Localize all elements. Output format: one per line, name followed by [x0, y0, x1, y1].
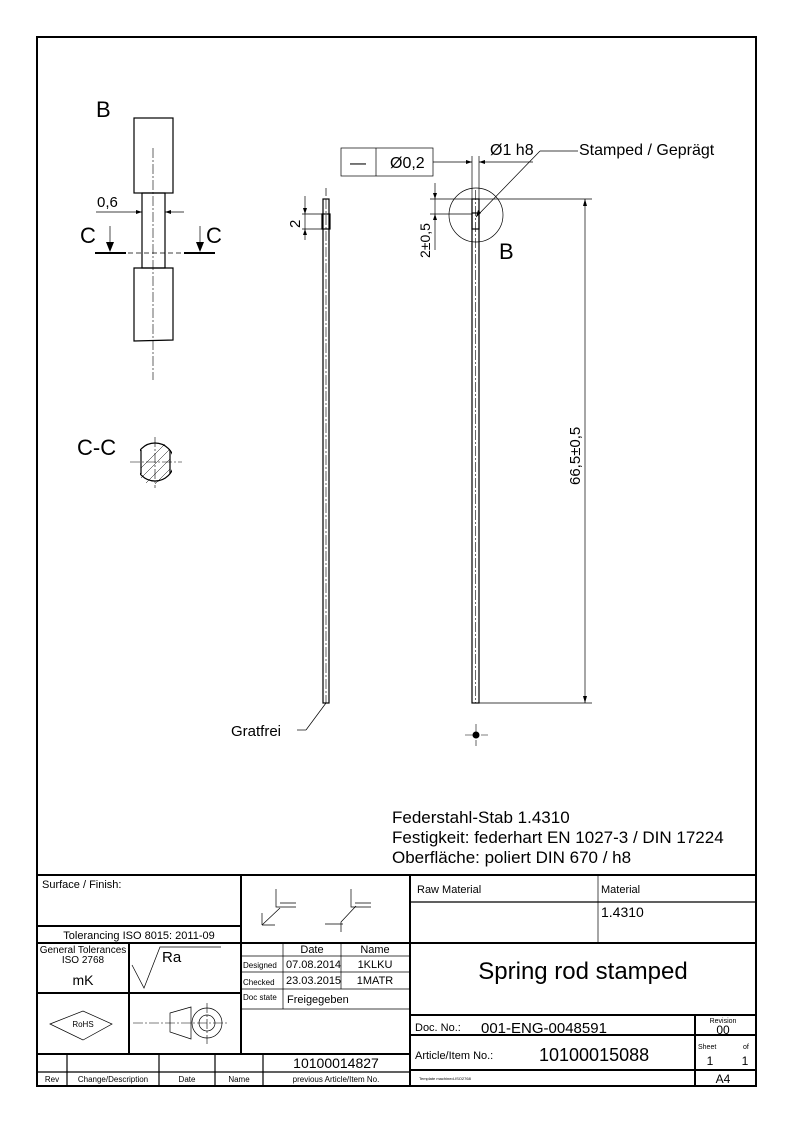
- rohs-label: RoHS: [72, 1020, 93, 1029]
- dimension-2: 2: [287, 220, 304, 228]
- note-strength: Festigkeit: federhart EN 1027-3 / DIN 17…: [392, 828, 724, 847]
- surface-finish-label: Surface / Finish:: [42, 879, 121, 891]
- rev-header: Rev: [45, 1075, 59, 1084]
- title-block: Surface / Finish: Tolerancing ISO 8015: …: [37, 874, 756, 1086]
- edge-symbols-icon: [261, 889, 371, 932]
- detail-label: B: [96, 97, 111, 122]
- sheet-number: 1: [707, 1054, 714, 1068]
- dimension-0-6: 0,6: [97, 194, 118, 211]
- note-surface: Oberfläche: poliert DIN 670 / h8: [392, 848, 631, 867]
- designed-name: 1KLKU: [358, 959, 393, 971]
- length-dimension: 66,5±0,5: [567, 427, 584, 485]
- section-mark-right: C: [206, 223, 222, 248]
- template-label: Template machined-ISO2768: [419, 1076, 472, 1081]
- checked-label: Checked: [243, 978, 275, 987]
- tolerancing-standard: Tolerancing ISO 8015: 2011-09: [63, 930, 214, 942]
- checked-name: 1MATR: [357, 975, 394, 987]
- burr-free-note: Gratfrei: [231, 723, 281, 740]
- detail-reference: B: [499, 239, 514, 264]
- date-header: Date: [300, 944, 323, 956]
- drawing-frame: [36, 36, 757, 1087]
- rod-side-view: 2 Gratfrei: [231, 188, 331, 740]
- revision-label: Revision: [710, 1018, 737, 1025]
- rev-date-header: Date: [179, 1075, 196, 1084]
- material-notes: Federstahl-Stab 1.4310 Festigkeit: feder…: [392, 808, 724, 867]
- rev-name-header: Name: [228, 1075, 250, 1084]
- tolerance-class: mK: [73, 972, 95, 988]
- iso-2768-label: ISO 2768: [62, 955, 105, 966]
- section-label: C-C: [77, 435, 116, 460]
- designed-date: 07.08.2014: [286, 959, 341, 971]
- of-label: of: [743, 1044, 749, 1051]
- stamped-note: Stamped / Geprägt: [579, 142, 715, 159]
- change-header: Change/Description: [78, 1075, 148, 1084]
- article-label: Article/Item No.:: [415, 1050, 493, 1062]
- dimension-2-tolerance: 2±0,5: [417, 223, 433, 258]
- section-mark-left: C: [80, 223, 96, 248]
- doc-state-label: Doc state: [243, 993, 277, 1002]
- doc-no-label: Doc. No.:: [415, 1022, 461, 1034]
- article-number: 10100015088: [539, 1045, 649, 1065]
- end-view: [472, 731, 480, 739]
- previous-item-number: 10100014827: [293, 1055, 379, 1071]
- raw-material-label: Raw Material: [417, 884, 481, 896]
- doc-state: Freigegeben: [287, 994, 349, 1006]
- note-material: Federstahl-Stab 1.4310: [392, 808, 570, 827]
- designed-label: Designed: [243, 961, 277, 970]
- general-tolerances-label: General Tolerances: [40, 945, 127, 956]
- revision-value: 00: [716, 1023, 730, 1037]
- sheet-total: 1: [742, 1054, 749, 1068]
- doc-number: 001-ENG-0048591: [481, 1020, 607, 1037]
- roughness-symbol: [131, 946, 221, 989]
- checked-date: 23.03.2015: [286, 975, 341, 987]
- paper-format: A4: [716, 1072, 731, 1086]
- previous-item-header: previous Article/Item No.: [293, 1075, 380, 1084]
- material-label: Material: [601, 884, 640, 896]
- section-view-c-c: C-C: [77, 435, 182, 488]
- rohs-diamond-icon: [49, 1010, 113, 1041]
- rod-front-view: — Ø0,2 Ø1 h8 2±0,5 B Stamped / Geprägt 6…: [340, 142, 715, 746]
- name-header: Name: [360, 944, 389, 956]
- material-value: 1.4310: [601, 904, 644, 920]
- detail-circle-b: [448, 187, 504, 243]
- straightness-symbol: —: [350, 155, 366, 172]
- diameter-dimension: Ø1 h8: [490, 142, 534, 159]
- sheet-label: Sheet: [698, 1044, 716, 1051]
- drawing-title: Spring rod stamped: [478, 958, 687, 985]
- detail-view-b: B 0,6 C C: [80, 97, 222, 380]
- projection-symbol-icon: [133, 1003, 228, 1044]
- roughness-ra: Ra: [162, 949, 182, 966]
- tolerance-value: Ø0,2: [390, 155, 425, 172]
